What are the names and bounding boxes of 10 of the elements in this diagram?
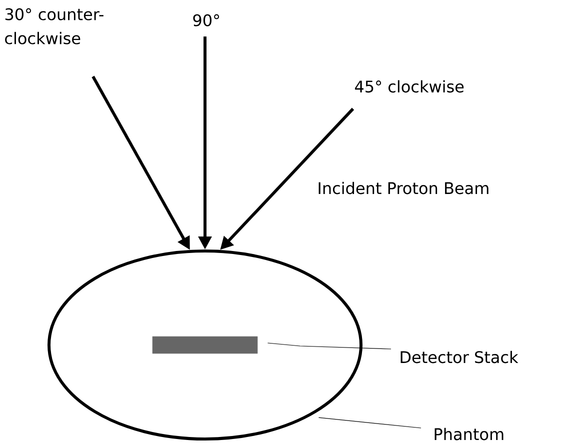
leader-line — [318, 417, 422, 428]
detector-bar — [152, 336, 258, 354]
beam-label: Incident Proton Beam — [318, 182, 488, 194]
angle-label: 90° — [193, 14, 220, 26]
phantom-ellipse — [48, 250, 362, 440]
leader-line — [267, 342, 392, 350]
part-label: Phantom — [434, 428, 504, 440]
angle-label: 45° clockwise — [355, 80, 464, 93]
part-label: Detector Stack — [400, 350, 518, 364]
angle-label: 30° counter-clockwise — [5, 8, 104, 44]
